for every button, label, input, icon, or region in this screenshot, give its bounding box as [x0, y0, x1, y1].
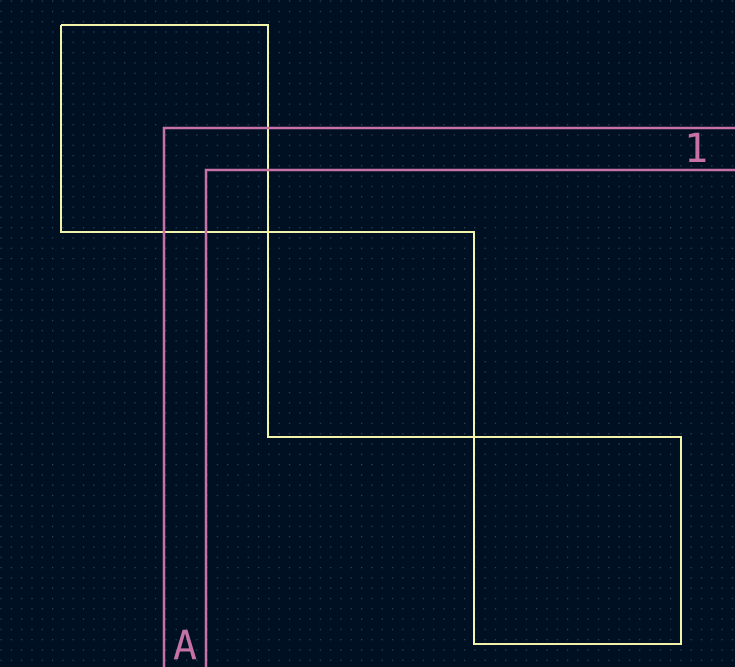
pin-label-letter: A — [173, 623, 197, 667]
pin-trace-inner[interactable] — [204, 168, 735, 667]
pin-label-number: 1 — [684, 126, 708, 172]
pin-trace-outer[interactable] — [162, 126, 735, 667]
staircase-outline[interactable] — [60, 24, 682, 645]
